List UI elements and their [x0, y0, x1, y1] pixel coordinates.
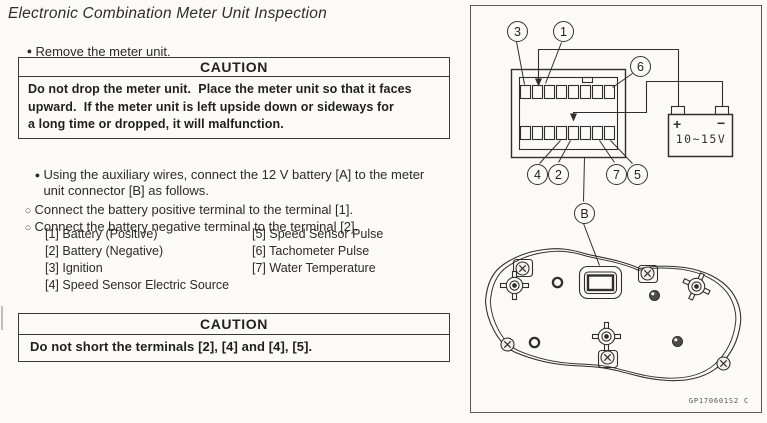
terminal-item: [3] Ignition: [45, 261, 103, 275]
adjuster-screw-icon: [682, 272, 711, 301]
step-remove-text: Remove the meter unit.: [35, 43, 171, 59]
callout-lines: [516, 41, 633, 266]
screw-icon: [600, 350, 615, 365]
substep-positive: ○Connect the battery positive terminal t…: [7, 185, 354, 236]
screw-icon: [640, 266, 655, 281]
terminal-item: [2] Battery (Negative): [45, 244, 164, 258]
caution-box-short: CAUTION Do not short the terminals [2], …: [18, 313, 450, 362]
terminal-list-col2: [5] Speed Sensor Pulse [6] Tachometer Pu…: [252, 226, 383, 277]
step-connect-battery: ●Using the auxiliary wires, connect the …: [17, 150, 425, 216]
callout-terminal-7: 7: [606, 164, 627, 185]
terminal-item: [7] Water Temperature: [252, 261, 376, 275]
caution-box-drop: CAUTION Do not drop the meter unit. Plac…: [18, 57, 450, 139]
battery-symbol: [667, 105, 734, 158]
step-remove-meter: ●Remove the meter unit.: [9, 26, 171, 77]
step-connect-text: Using the auxiliary wires, connect the 1…: [43, 166, 425, 199]
callout-terminal-3: 3: [507, 21, 528, 42]
hole-icon: [672, 336, 683, 347]
screw-icon: [500, 337, 515, 352]
caution-header: CAUTION: [19, 314, 449, 335]
terminal-item: [6] Tachometer Pulse: [252, 244, 370, 258]
bullet-icon: ●: [26, 45, 33, 56]
hole-icon: [551, 276, 564, 289]
substep-negative-text: Connect the battery negative terminal to…: [34, 218, 359, 234]
terminal-item: [5] Speed Sensor Pulse: [252, 227, 384, 241]
connector-drawing: [510, 68, 627, 159]
meter-socket: [578, 265, 623, 300]
open-bullet-icon: ○: [24, 204, 32, 217]
screw-icon: [515, 261, 530, 276]
battery-plus-label: +: [673, 116, 682, 132]
terminal-item: [4] Speed Sensor Electric Source: [45, 278, 230, 292]
caution-body: Do not drop the meter unit. Place the me…: [28, 82, 412, 131]
caution-body: Do not short the terminals [2], [4] and …: [30, 339, 313, 354]
wiring-diagram: [484, 41, 742, 382]
callout-terminal-4: 4: [527, 164, 548, 185]
meter-unit-drawing: [484, 248, 742, 382]
callout-terminal-2: 2: [548, 164, 569, 185]
scan-artifact: [1, 306, 3, 330]
hole-icon: [528, 336, 541, 349]
open-bullet-icon: ○: [24, 221, 32, 234]
page-title: Electronic Combination Meter Unit Inspec…: [8, 5, 327, 22]
screw-icon: [716, 356, 731, 371]
battery-minus-label: −: [717, 115, 726, 131]
callout-terminal-5: 5: [627, 164, 648, 185]
terminal-item: [1] Battery (Positive): [45, 227, 158, 241]
hole-icon: [649, 290, 660, 301]
substep-positive-text: Connect the battery positive terminal to…: [34, 201, 354, 217]
adjuster-screw-icon: [499, 270, 530, 301]
substep-negative: ○Connect the battery negative terminal t…: [7, 202, 359, 253]
figure-code: GP170601S2 C: [688, 397, 749, 405]
callout-terminal-1: 1: [553, 21, 574, 42]
wire-positive: [535, 48, 680, 107]
adjuster-screw-icon: [591, 321, 622, 352]
callout-connector-b: B: [574, 203, 595, 224]
figure-panel: 3 1 6 4 2 7 5 B + − 10~15V GP170601S2 C: [470, 5, 762, 413]
battery-voltage-label: 10~15V: [675, 132, 727, 146]
wire-negative: [570, 80, 724, 122]
callout-terminal-6: 6: [630, 56, 651, 77]
bullet-icon: ●: [34, 169, 41, 180]
caution-header: CAUTION: [19, 58, 449, 77]
terminal-list-col1: [1] Battery (Positive) [2] Battery (Nega…: [45, 226, 229, 294]
